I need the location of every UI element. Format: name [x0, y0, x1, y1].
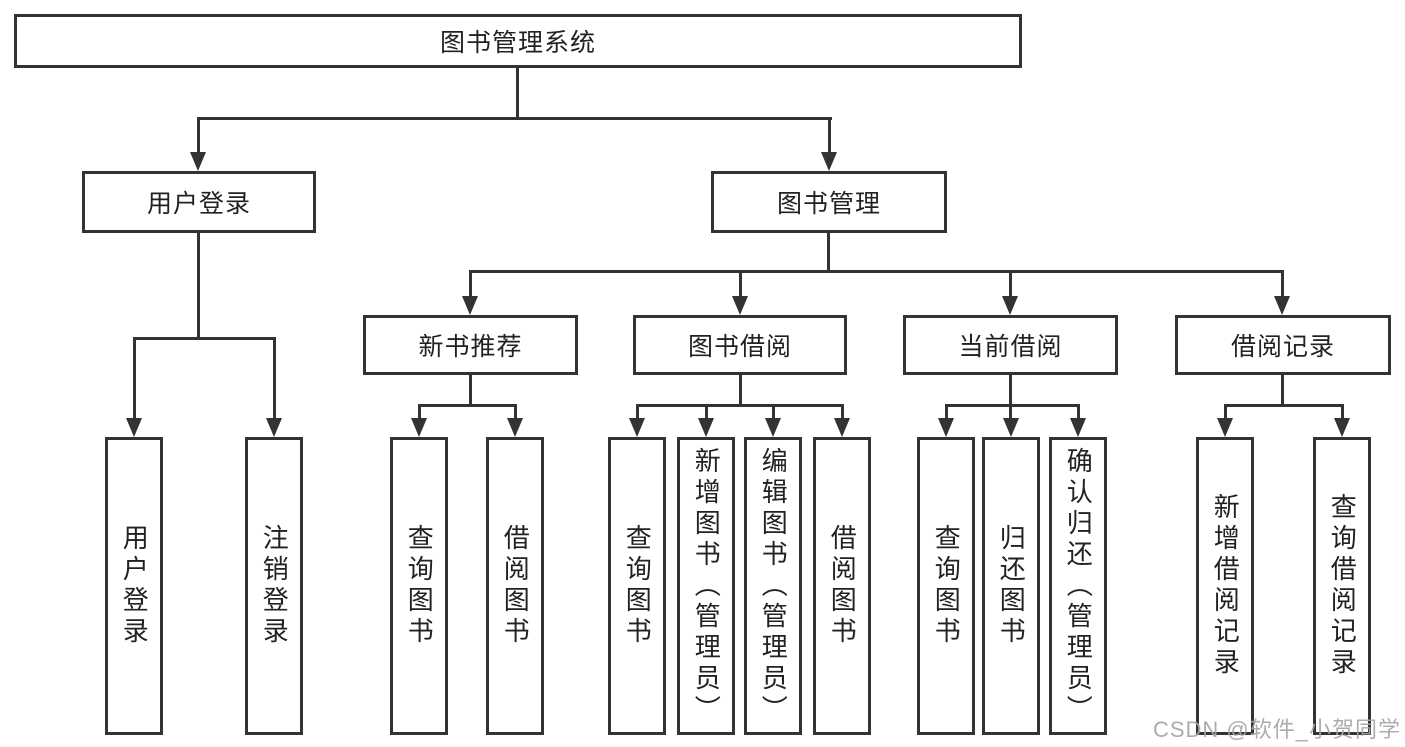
leaf-query-books-borrow: 查询图书 — [608, 437, 666, 735]
leaf-return-books: 归还图书 — [982, 437, 1040, 735]
leaf-query-books-borrow-label: 查询图书 — [622, 524, 653, 648]
arrow-down-icon — [1217, 418, 1233, 437]
connector-line — [827, 233, 830, 273]
arrow-down-icon — [732, 296, 748, 315]
connector-line — [636, 404, 844, 407]
connector-line — [418, 404, 421, 421]
connector-line — [945, 404, 1080, 407]
leaf-borrow-books-recommend-label: 借阅图书 — [500, 524, 531, 648]
connector-line — [133, 337, 276, 340]
node-current-borrow-label: 当前借阅 — [958, 333, 1063, 361]
leaf-borrow-books-label: 借阅图书 — [827, 524, 858, 648]
connector-line — [1009, 375, 1012, 421]
leaf-add-books-admin-label: 新增图书（管理员） — [691, 446, 722, 726]
arrow-down-icon — [507, 418, 523, 437]
arrow-down-icon — [1002, 296, 1018, 315]
connector-line — [197, 233, 200, 340]
leaf-query-books-current-label: 查询图书 — [931, 524, 962, 648]
connector-line — [197, 117, 200, 155]
leaf-user-login: 用户登录 — [105, 437, 163, 735]
leaf-edit-books-admin-label: 编辑图书（管理员） — [758, 446, 789, 726]
arrow-down-icon — [462, 296, 478, 315]
leaf-edit-books-admin: 编辑图书（管理员） — [744, 437, 802, 735]
leaf-confirm-return-admin-label: 确认归还（管理员） — [1063, 446, 1094, 726]
connector-line — [1077, 404, 1080, 421]
node-book-management: 图书管理 — [711, 171, 947, 233]
connector-line — [469, 270, 1284, 273]
connector-line — [1281, 270, 1284, 299]
leaf-return-books-label: 归还图书 — [996, 524, 1027, 648]
arrow-down-icon — [834, 418, 850, 437]
connector-line — [772, 404, 775, 421]
connector-line — [1224, 404, 1344, 407]
leaf-logout: 注销登录 — [245, 437, 303, 735]
node-library-system-label: 图书管理系统 — [439, 29, 596, 57]
arrow-down-icon — [938, 418, 954, 437]
arrow-down-icon — [821, 152, 837, 171]
arrow-down-icon — [266, 418, 282, 437]
leaf-logout-label: 注销登录 — [259, 524, 290, 648]
arrow-down-icon — [190, 152, 206, 171]
connector-line — [469, 270, 472, 299]
connector-line — [1224, 404, 1227, 421]
csdn-watermark: CSDN @软件_小贺同学 — [1152, 717, 1401, 742]
node-user-login-label: 用户登录 — [146, 190, 251, 218]
node-borrow-records-label: 借阅记录 — [1230, 333, 1335, 361]
arrow-down-icon — [1070, 418, 1086, 437]
connector-line — [1341, 404, 1344, 421]
connector-line — [739, 375, 742, 407]
arrow-down-icon — [126, 418, 142, 437]
leaf-query-borrow-record-label: 查询借阅记录 — [1327, 493, 1358, 679]
leaf-query-books-current: 查询图书 — [917, 437, 975, 735]
arrow-down-icon — [411, 418, 427, 437]
node-current-borrow: 当前借阅 — [903, 315, 1118, 375]
arrow-down-icon — [1003, 418, 1019, 437]
node-library-system: 图书管理系统 — [14, 14, 1022, 68]
connector-line — [841, 404, 844, 421]
arrow-down-icon — [1274, 296, 1290, 315]
connector-line — [514, 404, 517, 421]
connector-line — [1009, 270, 1012, 299]
node-book-borrow: 图书借阅 — [633, 315, 847, 375]
arrow-down-icon — [765, 418, 781, 437]
leaf-borrow-books: 借阅图书 — [813, 437, 871, 735]
leaf-borrow-books-recommend: 借阅图书 — [486, 437, 544, 735]
arrow-down-icon — [698, 418, 714, 437]
leaf-confirm-return-admin: 确认归还（管理员） — [1049, 437, 1107, 735]
node-book-borrow-label: 图书借阅 — [687, 333, 792, 361]
connector-line — [273, 337, 276, 421]
connector-line — [516, 68, 519, 120]
leaf-user-login-label: 用户登录 — [119, 524, 150, 648]
connector-line — [636, 404, 639, 421]
connector-line — [828, 117, 831, 155]
leaf-query-books-recommend-label: 查询图书 — [404, 524, 435, 648]
leaf-query-books-recommend: 查询图书 — [390, 437, 448, 735]
connector-line — [1281, 375, 1284, 407]
node-borrow-records: 借阅记录 — [1175, 315, 1391, 375]
leaf-add-books-admin: 新增图书（管理员） — [677, 437, 735, 735]
connector-line — [945, 404, 948, 421]
leaf-query-borrow-record: 查询借阅记录 — [1313, 437, 1371, 735]
node-new-book-recommend-label: 新书推荐 — [418, 333, 523, 361]
connector-line — [133, 337, 136, 421]
node-new-book-recommend: 新书推荐 — [363, 315, 578, 375]
connector-line — [418, 404, 517, 407]
arrow-down-icon — [629, 418, 645, 437]
node-user-login: 用户登录 — [82, 171, 316, 233]
connector-line — [197, 117, 832, 120]
connector-line — [739, 270, 742, 299]
leaf-add-borrow-record: 新增借阅记录 — [1196, 437, 1254, 735]
arrow-down-icon — [1334, 418, 1350, 437]
connector-line — [705, 404, 708, 421]
node-book-management-label: 图书管理 — [776, 190, 881, 218]
connector-line — [469, 375, 472, 407]
leaf-add-borrow-record-label: 新增借阅记录 — [1210, 493, 1241, 679]
